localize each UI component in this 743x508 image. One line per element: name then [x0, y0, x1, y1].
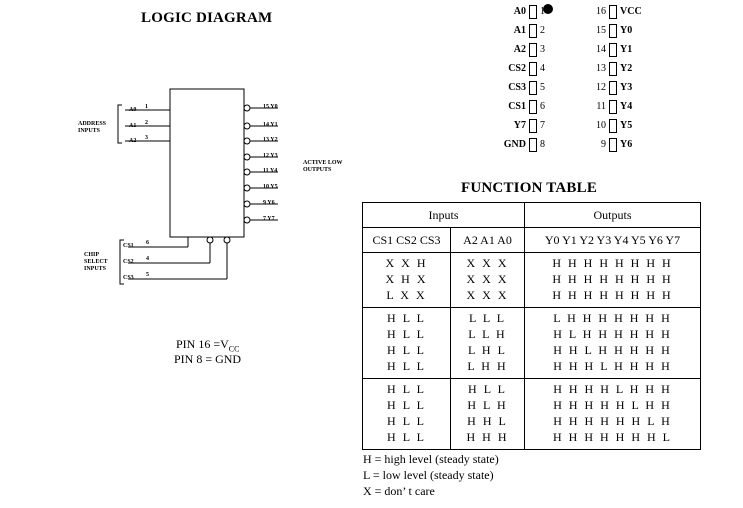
output-y6: 9 Y6: [263, 200, 275, 206]
pin8-note: PIN 8 = GND: [174, 352, 242, 366]
cs1-label: CS1: [123, 243, 134, 249]
pinout-package: [533, 2, 605, 150]
pin16-note: PIN 16 =VCC: [176, 337, 240, 354]
output-y0: 15 Y0: [263, 104, 278, 110]
output-lines: [243, 104, 278, 224]
legend: H = high level (steady state) L = low le…: [363, 451, 499, 499]
output-y3: 12 Y3: [263, 153, 278, 159]
cs-column-header: CS1 CS2 CS3: [362, 227, 451, 253]
a0-label: A0: [129, 107, 137, 113]
logic-diagram-title: LOGIC DIAGRAM: [141, 10, 273, 26]
output-y5: 10 Y5: [263, 184, 278, 190]
function-table: Inputs Outputs CS1 CS2 CS3 A2 A1 A0 Y0 Y…: [362, 202, 701, 450]
outputs-header: Outputs: [524, 202, 701, 228]
inputs-header: Inputs: [362, 202, 525, 228]
cs3-label: CS3: [123, 275, 134, 281]
decoder-body: [169, 88, 245, 238]
output-y1: 14 Y1: [263, 122, 278, 128]
function-table-title: FUNCTION TABLE: [461, 180, 598, 196]
address-bracket: [117, 104, 122, 144]
cs3-pin: 5: [146, 272, 149, 278]
output-y7: 7 Y7: [263, 216, 275, 222]
output-column-header: Y0 Y1 Y2 Y3 Y4 Y5 Y6 Y7: [524, 227, 701, 253]
cs2-label: CS2: [123, 259, 134, 265]
legend-dont-care: X = don’ t care: [363, 484, 435, 498]
chip-select-lines: [119, 236, 231, 285]
a1-pin: 2: [145, 120, 148, 126]
output-y4: 11 Y4: [263, 168, 278, 174]
legend-high: H = high level (steady state): [363, 452, 499, 466]
pin1-marker-icon: [543, 4, 553, 14]
output-y2: 13 Y2: [263, 137, 278, 143]
address-column-header: A2 A1 A0: [450, 227, 525, 253]
a0-pin: 1: [145, 104, 148, 110]
cs1-pin: 6: [146, 240, 149, 246]
logic-diagram: [117, 88, 278, 285]
legend-low: L = low level (steady state): [363, 468, 494, 482]
cs2-pin: 4: [146, 256, 149, 262]
a1-label: A1: [129, 123, 137, 129]
a2-pin: 3: [145, 135, 148, 141]
a2-label: A2: [129, 138, 137, 144]
